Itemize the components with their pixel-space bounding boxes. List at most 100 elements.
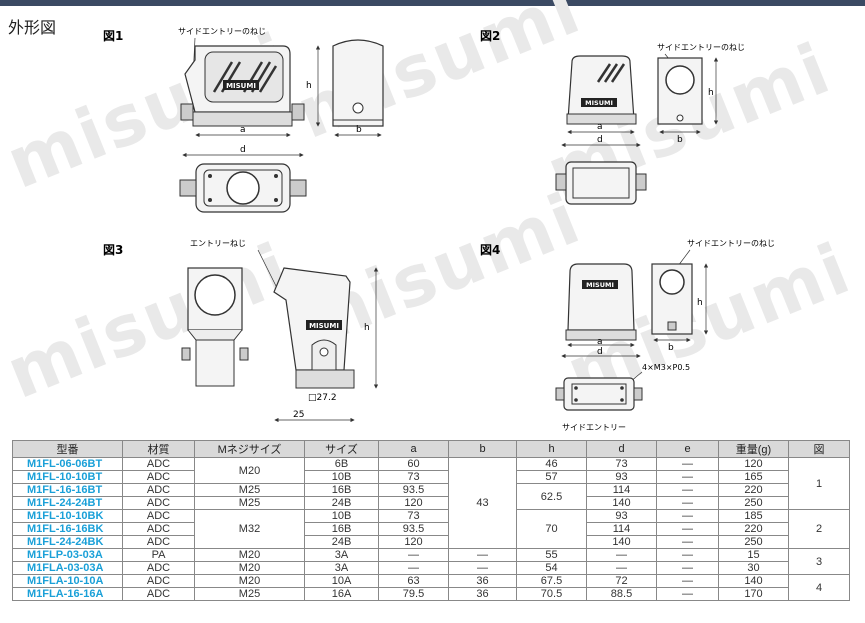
figure-cell: 4 [788,574,850,601]
part-number-cell[interactable]: M1FL-24-24BK [12,535,123,549]
figure-4-label: 図4 [480,243,500,257]
e-cell: — [656,574,719,588]
h-cell: 55 [516,548,587,562]
material-cell: ADC [122,587,195,601]
part-number-cell[interactable]: M1FLA-03-03A [12,561,123,575]
material-cell: ADC [122,535,195,549]
figure-4: 図4 サイドエントリーのねじ MISUMI a d b h 4×M3×P0.5 … [480,239,775,432]
figure-1-dim-h: h [306,81,312,91]
h-cell: 67.5 [516,574,587,588]
e-cell: — [656,535,719,549]
thread-size-cell: M25 [194,483,305,497]
header-e: e [656,440,719,458]
table-row: M1FL-16-16BT ADC M25 16B 93.5 62.5 114 —… [12,483,850,510]
size-cell: 10B [304,509,379,523]
a-cell: 73 [378,509,449,523]
a-cell: 93.5 [378,483,449,497]
h-cell: 57 [516,470,587,484]
weight-cell: 15 [718,548,789,562]
figure-3: 図3 エントリーねじ MISUMI h □27.2 25 [103,239,379,423]
thread-size-cell: M20 [194,561,305,575]
material-cell: ADC [122,496,195,510]
figure-1-logo: MISUMI [226,82,256,90]
header-material: 材質 [122,440,195,458]
size-cell: 3A [304,548,379,562]
h-cell: 62.5 [516,483,587,510]
part-number-cell[interactable]: M1FL-16-16BT [12,483,123,497]
header-thread-size: Mネジサイズ [194,440,305,458]
figure-1: 図1 サイドエントリーのねじ MISUMI a d h b [103,27,384,213]
a-cell: — [378,561,449,575]
h-cell: 70 [516,509,587,549]
material-cell: ADC [122,457,195,471]
header-size: サイズ [304,440,379,458]
e-cell: — [656,587,719,601]
d-cell: 73 [586,457,657,471]
a-cell: 120 [378,535,449,549]
figure-4-screw-label: 4×M3×P0.5 [642,363,690,372]
e-cell: — [656,561,719,575]
figure-cell: 2 [788,509,850,549]
weight-cell: 220 [718,483,789,497]
thread-size-cell: M20 [194,548,305,562]
size-cell: 16A [304,587,379,601]
material-cell: ADC [122,509,195,523]
weight-cell: 170 [718,587,789,601]
d-cell: 114 [586,522,657,536]
thread-size-cell: M20 [194,574,305,588]
size-cell: 24B [304,535,379,549]
thread-size-cell: M25 [194,587,305,601]
part-number-cell[interactable]: M1FL-10-10BT [12,470,123,484]
weight-cell: 220 [718,522,789,536]
part-number-cell[interactable]: M1FL-06-06BT [12,457,123,471]
figure-3-label: 図3 [103,243,123,257]
figure-4-dim-d: d [597,347,603,357]
material-cell: ADC [122,522,195,536]
weight-cell: 140 [718,574,789,588]
weight-cell: 250 [718,496,789,510]
e-cell: — [656,522,719,536]
part-number-cell[interactable]: M1FLA-10-10A [12,574,123,588]
material-cell: PA [122,548,195,562]
thread-size-cell: M20 [194,457,305,484]
weight-cell: 165 [718,470,789,484]
material-cell: ADC [122,483,195,497]
part-number-cell[interactable]: M1FL-24-24BT [12,496,123,510]
weight-cell: 30 [718,561,789,575]
figure-3-dim-25: 25 [293,410,304,420]
figure-2-dim-b: b [677,135,683,145]
e-cell: — [656,548,719,562]
d-cell: 140 [586,535,657,549]
h-cell: 54 [516,561,587,575]
part-number-cell[interactable]: M1FL-16-16BK [12,522,123,536]
figure-cell: 1 [788,457,850,510]
d-cell: 93 [586,509,657,523]
h-cell: 70.5 [516,587,587,601]
e-cell: — [656,496,719,510]
d-cell: — [586,561,657,575]
part-number-cell[interactable]: M1FL-10-10BK [12,509,123,523]
figure-1-dim-d: d [240,145,246,155]
page-title: 外形図 [8,18,57,37]
header-b: b [448,440,517,458]
weight-cell: 250 [718,535,789,549]
part-number-cell[interactable]: M1FLP-03-03A [12,548,123,562]
figure-2: 図2 サイドエントリーのねじ MISUMI a d b h [480,29,745,205]
d-cell: 140 [586,496,657,510]
figure-4-bottom-label: サイドエントリー [562,423,626,432]
figure-cell: 3 [788,548,850,575]
d-cell: 93 [586,470,657,484]
figure-3-logo: MISUMI [309,322,339,330]
d-cell: — [586,548,657,562]
material-cell: ADC [122,561,195,575]
e-cell: — [656,509,719,523]
part-number-cell[interactable]: M1FLA-16-16A [12,587,123,601]
material-cell: ADC [122,574,195,588]
a-cell: 93.5 [378,522,449,536]
figure-2-dim-h: h [708,88,714,98]
figure-4-logo: MISUMI [586,281,614,289]
figure-4-dim-b: b [668,343,674,353]
a-cell: 63 [378,574,449,588]
b-cell: 36 [448,587,517,601]
figure-2-dim-d: d [597,135,603,145]
